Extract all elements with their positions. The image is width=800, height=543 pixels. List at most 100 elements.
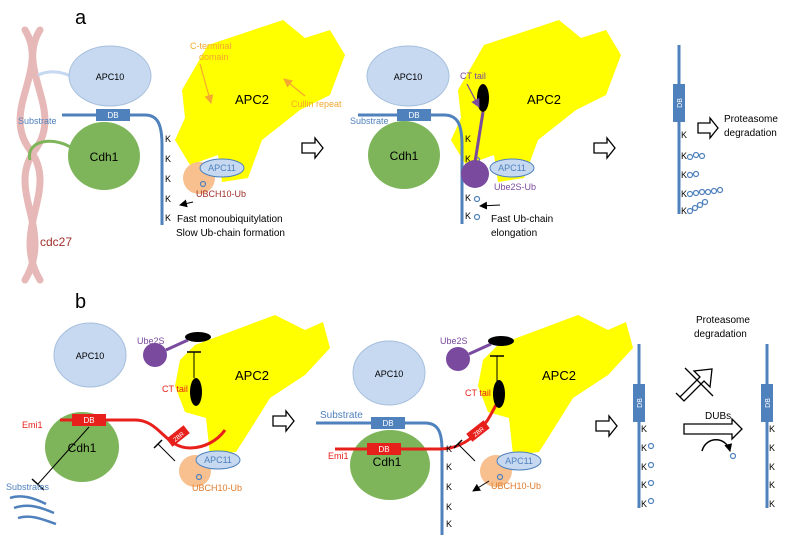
- svg-text:K: K: [769, 462, 775, 472]
- lysine-labels: K K K K K: [769, 424, 775, 509]
- svg-text:K: K: [641, 424, 647, 434]
- svg-text:K: K: [446, 519, 452, 529]
- ct-tail-label: CT tail: [460, 71, 486, 81]
- apc10-label: APC10: [76, 351, 105, 361]
- ubch10-label: UBCH10-Ub: [491, 481, 541, 491]
- apc10-shape: [53, 322, 127, 388]
- svg-text:K: K: [681, 170, 687, 180]
- db-label: DB: [378, 445, 389, 454]
- apc11-shape: [496, 451, 542, 471]
- svg-text:K: K: [769, 424, 775, 434]
- db-box: [72, 414, 106, 426]
- zbr-box: ZBR: [166, 425, 190, 447]
- apc10-shape: [352, 340, 426, 406]
- cdh1-label: Cdh1: [68, 441, 97, 455]
- apc11-shape: [489, 158, 535, 178]
- fast-mono-label: Fast monoubiquitylation: [177, 214, 283, 225]
- substrate-line: [358, 113, 464, 224]
- c-terminal-label-2: domain: [199, 52, 229, 62]
- apc10-label: APC10: [394, 72, 423, 82]
- cdh1-label: Cdh1: [373, 455, 402, 469]
- ct-tail-label: CT tail: [465, 388, 491, 398]
- apc11-label: APC11: [204, 455, 232, 465]
- cdh1-label: Cdh1: [390, 149, 419, 163]
- db-box: [371, 417, 405, 429]
- dubs-label: DUBs: [705, 411, 731, 422]
- ct-tail-shape: [185, 332, 211, 342]
- c-terminal-arrow: [199, 63, 214, 104]
- fast-chain-label-1: Fast Ub-chain: [491, 214, 553, 225]
- svg-text:K: K: [769, 443, 775, 453]
- ub-ring: [729, 452, 737, 460]
- cullin-repeat-label: Cullin repeat: [291, 99, 342, 109]
- substrate-label: Substrate: [350, 116, 389, 126]
- apc11-shape: [199, 158, 245, 178]
- proteasome-label-2: degradation: [724, 128, 777, 139]
- db-box: [673, 84, 685, 122]
- ube2s-shape: [446, 347, 470, 371]
- svg-text:K: K: [465, 211, 471, 221]
- svg-text:K: K: [681, 151, 687, 161]
- ube2s-linker: [165, 338, 189, 352]
- db-box: [96, 109, 130, 121]
- svg-text:K: K: [165, 134, 171, 144]
- svg-text:K: K: [769, 480, 775, 490]
- svg-text:K: K: [681, 130, 687, 140]
- db-label: DB: [107, 111, 118, 120]
- inhibition-line: [157, 443, 176, 462]
- step-arrow: [593, 136, 616, 160]
- ct-tail-linker: [473, 111, 485, 163]
- substrate-line: [62, 113, 164, 225]
- step-arrow: [272, 409, 295, 433]
- apc10-shape: [366, 45, 450, 107]
- db-label: DB: [83, 416, 94, 425]
- apc2-shape: [175, 315, 330, 455]
- ube2s-ub-label: Ube2S-Ub: [494, 182, 536, 192]
- substrate-label: Substrate: [18, 116, 57, 126]
- lysine-labels: K K K K K: [641, 424, 647, 509]
- cdh1-shape: [368, 121, 440, 189]
- ubch10-label: UBCH10-Ub: [196, 189, 246, 199]
- substrate-label: Substrate: [320, 410, 363, 421]
- substrate-strands: [9, 495, 57, 526]
- db-label: DB: [677, 98, 684, 108]
- svg-text:K: K: [465, 193, 471, 203]
- cullin-repeat-arrow: [283, 78, 306, 97]
- db-label: DB: [408, 111, 419, 120]
- emi1-line: [60, 418, 227, 450]
- cdc27-cdh1-link: [28, 139, 76, 161]
- apc2-label: APC2: [235, 92, 269, 107]
- cdh1-shape: [45, 412, 119, 482]
- ube2s-linker: [468, 342, 492, 356]
- blocked-degradation-arrow: [675, 367, 714, 402]
- ube2s-label: Ube2S: [137, 336, 165, 346]
- ct-tail-shape: [493, 380, 505, 408]
- c-terminal-label-1: C-terminal: [190, 41, 232, 51]
- proteasome-label-1: Proteasome: [724, 114, 778, 125]
- ube2s-shape: [143, 343, 167, 367]
- apc2-shape: [478, 315, 633, 455]
- inhibition-line: [37, 426, 90, 485]
- svg-text:K: K: [165, 154, 171, 164]
- svg-text:K: K: [165, 213, 171, 223]
- cdc27-label: cdc27: [40, 235, 72, 249]
- db-box: [633, 384, 645, 422]
- cdh1-shape: [68, 122, 140, 190]
- cdh1-label: Cdh1: [90, 150, 119, 164]
- svg-text:K: K: [446, 502, 452, 512]
- apc10-label: APC10: [375, 369, 404, 379]
- ubiquitin-chains: [686, 151, 724, 215]
- svg-text:K: K: [641, 462, 647, 472]
- svg-text:K: K: [641, 480, 647, 490]
- apc10-label: APC10: [96, 72, 125, 82]
- svg-text:K: K: [681, 189, 687, 199]
- degradation-arrow: [697, 116, 719, 140]
- ub-ring: [195, 473, 203, 481]
- ct-tail-shape: [488, 336, 514, 346]
- substrates-label: Substrates: [6, 482, 50, 492]
- panel-a-label: a: [75, 7, 87, 29]
- apc11-label: APC11: [498, 163, 526, 173]
- dubs-curve: [701, 439, 733, 452]
